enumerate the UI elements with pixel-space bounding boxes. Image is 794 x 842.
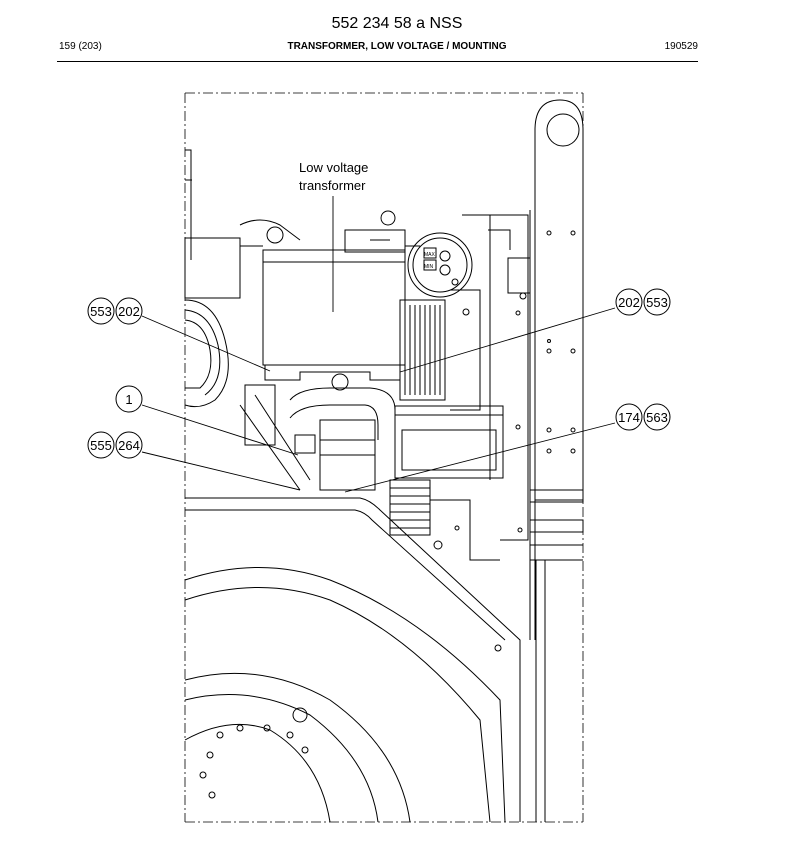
balloon-202-left-text: 202 (118, 304, 140, 319)
header-rule (57, 61, 698, 62)
gauge-min-label: MIN (424, 264, 434, 270)
balloon-553-right-text: 553 (646, 295, 668, 310)
callout-label-line1: Low voltage (299, 160, 368, 175)
callout-label-line2: transformer (299, 178, 366, 193)
balloon-264: 264 (115, 431, 143, 459)
balloon-202-right: 202 (615, 288, 643, 316)
section-title: TRANSFORMER, LOW VOLTAGE / MOUNTING (287, 41, 507, 52)
balloon-174: 174 (615, 403, 643, 431)
balloon-1-text: 1 (125, 392, 132, 407)
wheel (184, 672, 411, 823)
transformer-unit (240, 210, 420, 381)
coolant-gauge: MAX MIN (407, 232, 473, 298)
balloon-555-text: 555 (90, 438, 112, 453)
page-info: 159 (203) (59, 41, 102, 52)
balloon-563-text: 563 (646, 410, 668, 425)
mounting-plate (462, 214, 531, 541)
balloon-553-left: 553 (87, 297, 115, 325)
balloon-555: 555 (87, 431, 115, 459)
drawing-frame (184, 92, 584, 823)
balloon-553-right: 553 (643, 288, 671, 316)
balloon-202-left: 202 (115, 297, 143, 325)
coil-spring (389, 479, 500, 561)
balloon-563: 563 (643, 403, 671, 431)
balloon-202-right-text: 202 (618, 295, 640, 310)
gauge-max-label: MAX (424, 252, 436, 258)
chassis-fender (184, 497, 521, 823)
engine-pulley (184, 149, 301, 408)
document-number: 552 234 58 a NSS (331, 15, 463, 32)
balloon-553-left-text: 553 (90, 304, 112, 319)
date-code: 190529 (664, 41, 698, 52)
leader-lines (141, 196, 616, 493)
balloon-174-text: 174 (618, 410, 640, 425)
balloon-1: 1 (115, 385, 143, 413)
balloon-264-text: 264 (118, 438, 140, 453)
pipe-assembly (239, 373, 396, 491)
junction-box (394, 405, 504, 479)
cooler-fins (399, 289, 481, 411)
mast (529, 99, 584, 822)
